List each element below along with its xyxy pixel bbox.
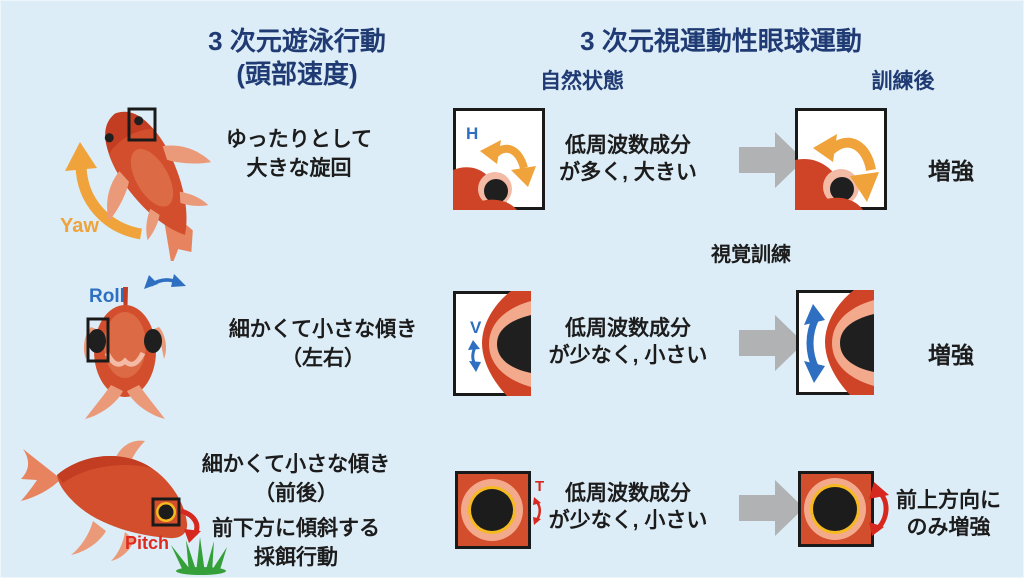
head-region-marker [127,107,157,142]
grass-icon [171,537,227,575]
t-rotation-arrow-strong-icon [869,482,889,536]
row3-result: 前上方向に のみ増強 [896,489,1001,539]
roll-fish-illustration: Roll [83,274,186,419]
eye-region-marker [86,317,110,363]
eye-horizontal-trained [795,108,887,210]
v-axis-label: V [470,318,482,337]
training-arrow-icon [739,315,804,371]
roll-label: Roll [89,286,125,307]
row1-natural-description: 低周波数成分 が多く, 大きい [559,134,697,184]
header-natural-state: 自然状態 [540,70,624,93]
eye-vertical-natural: V [453,291,531,396]
left-title-line1: 3 次元遊泳行動 [208,26,386,56]
h-axis-label: H [466,124,478,143]
training-arrow-icon [739,132,804,188]
h-rotation-arrow-strong-icon [827,137,876,172]
row2-result: 増強 [928,342,974,368]
yaw-label: Yaw [60,215,99,237]
row1-result: 増強 [928,158,974,184]
eye-vertical-trained [796,290,874,395]
training-arrow-icon [739,480,804,536]
eye-torsion-trained [798,471,874,547]
yaw-arrow-icon [75,165,143,240]
pitch-label: Pitch [125,533,169,553]
pitch-description: 細かくて小さな傾き （前後） [201,453,391,505]
yaw-arrowhead-icon [65,142,97,171]
eye-horizontal-natural: H [453,108,545,210]
yaw-description: ゆったりとして 大きな旋回 [225,128,373,180]
roll-description: 細かくて小さな傾き （左右） [228,318,418,370]
row2-natural-description: 低周波数成分 が少なく, 小さい [548,317,708,367]
left-title-line2: (頭部速度) [236,59,358,89]
yaw-fish-illustration: Yaw [60,107,212,261]
visual-training-label: 視覚訓練 [711,244,791,266]
eye-torsion-natural [455,471,531,549]
pitch-fish-illustration: Pitch [21,440,227,575]
right-column-title: 3 次元視運動性眼球運動 [580,26,862,56]
left-column-title: 3 次元遊泳行動 (頭部速度) [147,25,447,91]
feeding-description: 前下方に傾斜する 採餌行動 [212,517,380,569]
row3-natural-description: 低周波数成分 が少なく, 小さい [548,482,708,532]
t-rotation-arrow-icon [533,497,541,525]
header-after-training: 訓練後 [871,70,935,93]
t-axis-label: T [535,478,545,495]
